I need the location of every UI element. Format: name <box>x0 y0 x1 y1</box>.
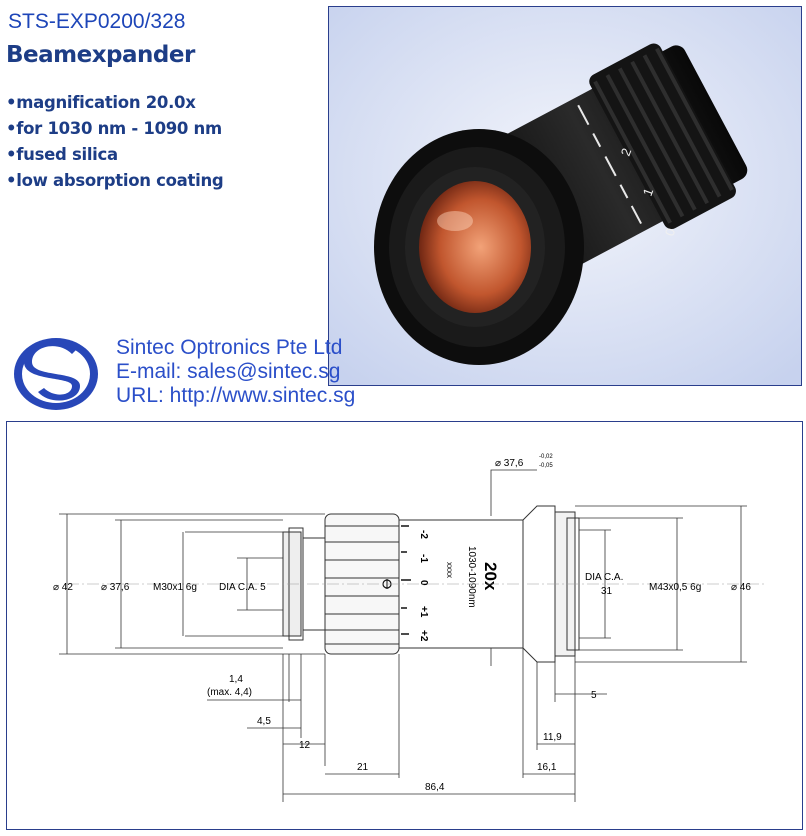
dimension-drawing: -2 -1 0 +1 +2 xxxx 20x 1030-1090nm ⌀ 42 … <box>53 454 767 802</box>
dim-d37-6-top: ⌀ 37,6 <box>495 458 524 469</box>
dim-11-9: 11,9 <box>543 732 562 743</box>
dim-d46: ⌀ 46 <box>731 582 751 593</box>
dim-5: 5 <box>591 690 597 701</box>
beam-expander-photo: 2 1 0 <box>329 7 801 385</box>
dim-d42: ⌀ 42 <box>53 582 73 593</box>
feature-item: low absorption coating <box>6 168 223 194</box>
model-number: STS-EXP0200/328 <box>8 10 186 33</box>
sintec-logo-icon <box>14 338 98 410</box>
photo-scale-mark: 1 <box>640 186 657 198</box>
product-title: Beamexpander <box>6 42 195 68</box>
company-name: Sintec Optronics Pte Ltd <box>116 336 343 359</box>
dim-dia-ca31-value: 31 <box>601 586 613 597</box>
marking-range: 1030-1090nm <box>466 546 477 608</box>
drawing-scale-mark: +1 <box>418 606 429 618</box>
dim-21: 21 <box>357 762 369 773</box>
product-photo: 2 1 0 <box>328 6 802 386</box>
photo-scale-mark: 0 <box>662 226 679 238</box>
marking-magnification: 20x <box>481 562 500 591</box>
company-email[interactable]: E-mail: sales@sintec.sg <box>116 360 341 383</box>
dim-tol-upper: -0,02 <box>539 454 553 460</box>
dim-max-4-4: (max. 4,4) <box>207 687 252 698</box>
dim-dia-ca5: DIA C.A. 5 <box>219 582 266 593</box>
dim-m43: M43x0,5 6g <box>649 582 701 593</box>
technical-drawing: -2 -1 0 +1 +2 xxxx 20x 1030-1090nm ⌀ 42 … <box>6 421 803 830</box>
dim-1-4: 1,4 <box>229 674 243 685</box>
feature-item: fused silica <box>6 142 223 168</box>
drawing-scale-mark: -1 <box>418 554 429 563</box>
dim-4-5: 4,5 <box>257 716 271 727</box>
dim-12: 12 <box>299 740 311 751</box>
company-url[interactable]: URL: http://www.sintec.sg <box>116 384 356 407</box>
feature-list: magnification 20.0x for 1030 nm - 1090 n… <box>6 90 223 194</box>
drawing-scale-mark: +2 <box>418 630 429 642</box>
company-block: Sintec Optronics Pte Ltd E-mail: sales@s… <box>10 334 370 414</box>
photo-scale-mark: 2 <box>618 146 635 158</box>
marking-serial: xxxx <box>445 562 454 578</box>
feature-item: magnification 20.0x <box>6 90 223 116</box>
dim-16-1: 16,1 <box>537 762 557 773</box>
drawing-scale-mark: -2 <box>418 530 429 539</box>
drawing-scale-mark: 0 <box>418 580 429 586</box>
dim-dia-ca31: DIA C.A. <box>585 572 623 583</box>
dim-tol-lower: -0,05 <box>539 463 553 469</box>
dim-86-4: 86,4 <box>425 782 445 793</box>
dim-m30: M30x1 6g <box>153 582 197 593</box>
feature-item: for 1030 nm - 1090 nm <box>6 116 223 142</box>
dim-d37-6-left: ⌀ 37,6 <box>101 582 130 593</box>
